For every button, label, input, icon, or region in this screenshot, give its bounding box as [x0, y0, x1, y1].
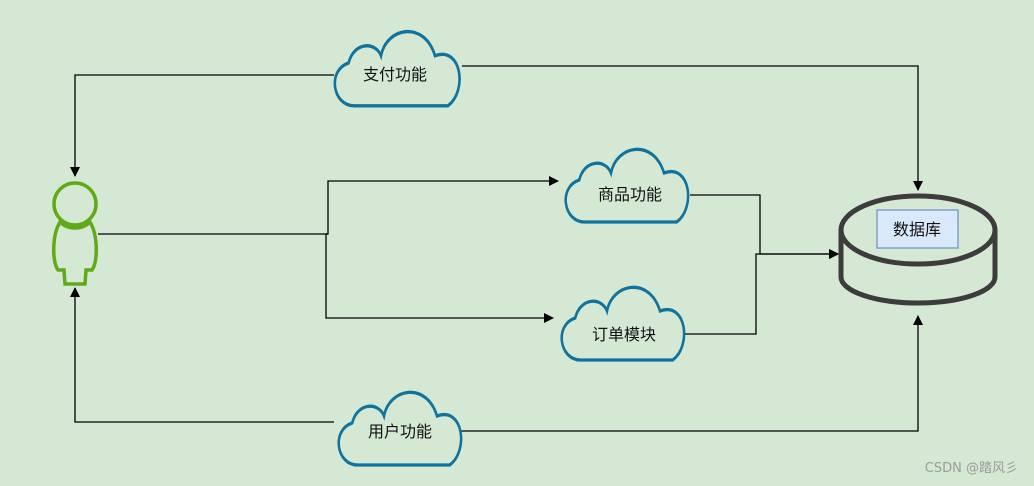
edge-pay-to-actor	[70, 74, 334, 177]
database-label-box	[876, 209, 959, 249]
cloud-user-func-label: 用户功能	[368, 422, 432, 441]
edge-actor-to-order	[325, 233, 554, 323]
cloud-order[interactable]	[560, 285, 686, 362]
edge-pay-to-db	[462, 65, 923, 191]
database-label: 数据库	[893, 220, 941, 239]
edge-user-to-actor	[70, 287, 334, 423]
edge-actor-to-product	[98, 176, 559, 235]
edge-order-to-db	[684, 249, 839, 335]
cloud-order-icon	[560, 285, 686, 362]
edges	[70, 65, 923, 432]
watermark: CSDN @踏风彡	[925, 461, 1018, 476]
cloud-product-label: 商品功能	[598, 185, 662, 204]
cloud-pay-label: 支付功能	[363, 65, 427, 84]
edge-product-to-db	[690, 194, 839, 259]
cloud-order-label: 订单模块	[592, 325, 656, 344]
user-actor-icon[interactable]	[52, 181, 98, 286]
edge-user-to-db	[452, 315, 923, 432]
database-node[interactable]: 数据库	[838, 193, 998, 306]
